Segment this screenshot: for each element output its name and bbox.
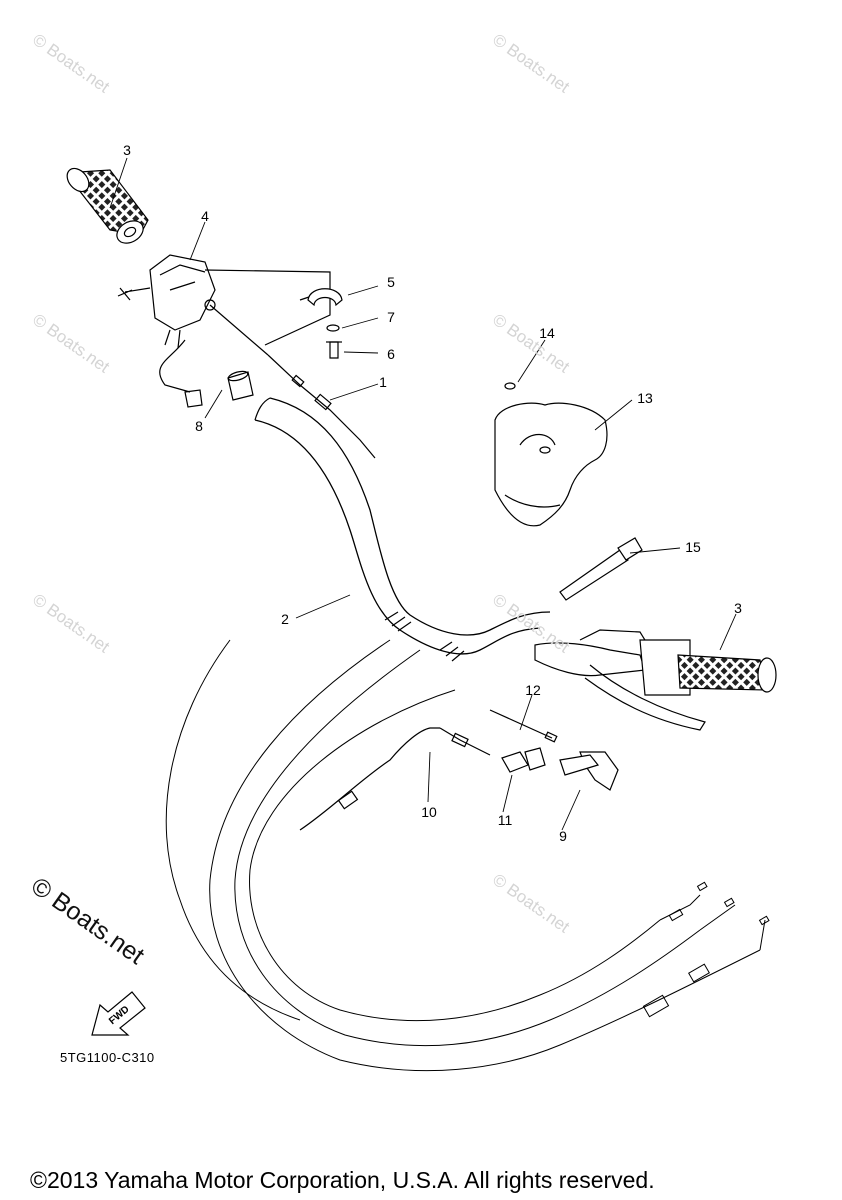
collar [227,370,254,401]
callout-15: 15 [685,539,701,555]
callout-14: 14 [539,325,555,341]
callout-7: 7 [387,309,395,325]
callout-8: 8 [195,418,203,434]
callout-9: 9 [559,828,567,844]
cap [504,382,516,390]
left-grip [66,167,149,244]
cable-12 [489,709,553,739]
callout-2: 2 [281,611,289,627]
throttle-lever [559,751,619,791]
callout-4: 4 [201,208,209,224]
callout-1: 1 [379,374,387,390]
cable-10 [299,727,491,831]
callout-13: 13 [637,390,653,406]
fwd-arrow-icon [91,991,146,1036]
copyright-text: ©2013 Yamaha Motor Corporation, U.S.A. A… [30,1167,655,1193]
callout-12: 12 [525,682,541,698]
throttle-cable [209,304,376,459]
cover [494,402,608,527]
holder-and-bolt [307,288,343,359]
band [559,537,643,601]
callout-5: 5 [387,274,395,290]
left-switch-assembly [117,254,216,408]
leader-lines [109,157,737,831]
cable-routing [165,639,770,1072]
adjuster [501,747,546,773]
callout-10: 10 [421,804,437,820]
callout-6: 6 [387,346,395,362]
diagram-code: 5TG1100-C310 [60,1050,155,1065]
right-lever-assembly [534,629,777,731]
callout-3-left: 3 [123,142,131,158]
callout-11: 11 [497,812,513,828]
callout-3-right: 3 [734,600,742,616]
handlebar [254,397,551,662]
